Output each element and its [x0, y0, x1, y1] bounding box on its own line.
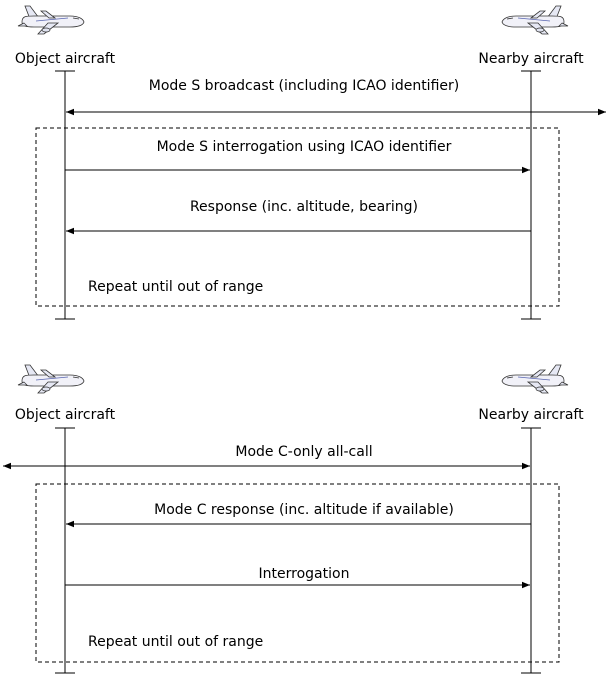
airplane-right-icon	[17, 5, 85, 35]
message-label: Response (inc. altitude, bearing)	[190, 199, 418, 215]
repeat-loop-frame	[35, 127, 560, 307]
object-aircraft-label: Object aircraft	[15, 51, 116, 67]
message-label: Mode C-only all-call	[235, 444, 372, 460]
message-label: Mode S broadcast (including ICAO identif…	[149, 78, 459, 94]
message-label: Interrogation	[259, 566, 350, 582]
repeat-loop-frame	[35, 483, 560, 663]
object-aircraft-label: Object aircraft	[15, 407, 116, 423]
top-panel: Object aircraft Nearby aircraft Mode S b…	[15, 5, 606, 320]
airplane-right-icon	[17, 364, 85, 394]
message-label: Mode C response (inc. altitude if availa…	[154, 502, 454, 518]
loop-label: Repeat until out of range	[88, 279, 263, 295]
message-label: Mode S interrogation using ICAO identifi…	[157, 139, 452, 155]
bottom-panel: Object aircraft Nearby aircraft Mode C-o…	[3, 364, 584, 674]
loop-label: Repeat until out of range	[88, 634, 263, 650]
airplane-left-icon	[501, 364, 569, 394]
airplane-left-icon	[501, 5, 569, 35]
nearby-aircraft-label: Nearby aircraft	[478, 407, 584, 423]
nearby-aircraft-label: Nearby aircraft	[478, 51, 584, 67]
